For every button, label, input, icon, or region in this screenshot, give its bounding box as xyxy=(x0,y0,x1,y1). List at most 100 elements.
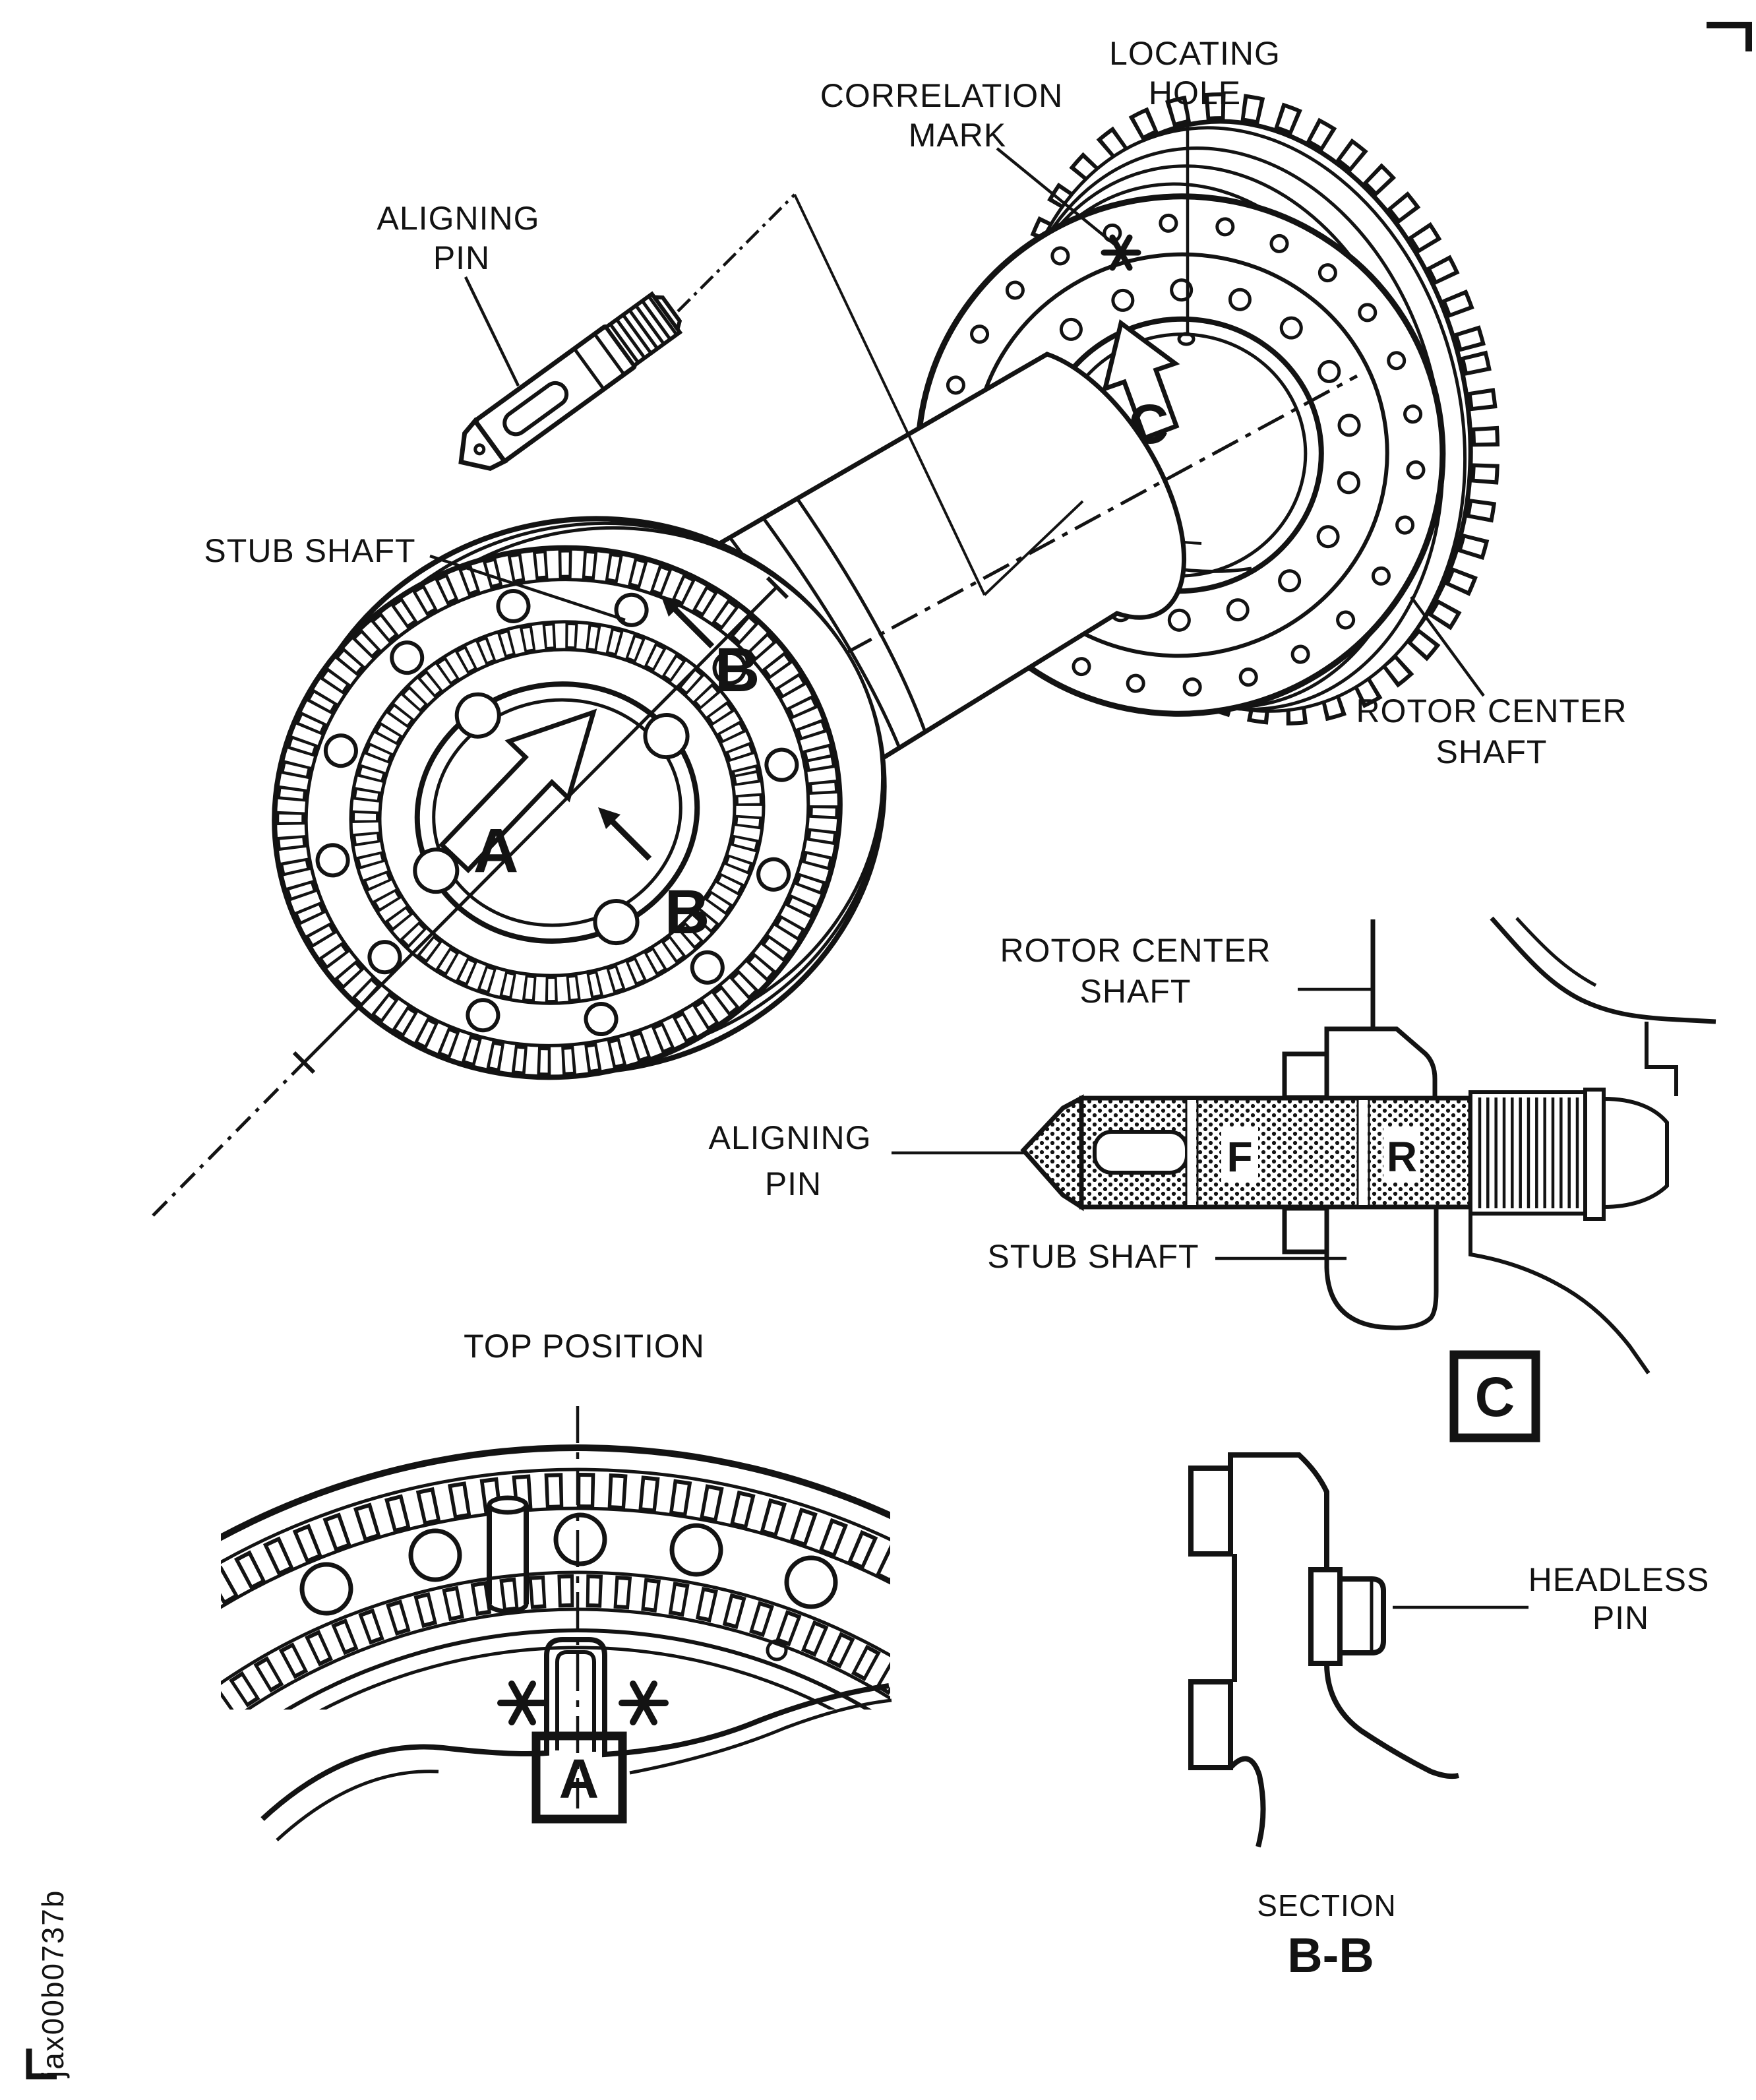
ring-line xyxy=(349,620,766,1005)
thread-line xyxy=(609,324,639,363)
section-caption-letters: B-B xyxy=(1287,1928,1374,1983)
correlation-mark-label-1: CORRELATION xyxy=(820,77,1063,114)
pin-slot xyxy=(502,381,569,437)
figure-id-code: jax00b0737b xyxy=(36,1890,70,2079)
stub-bore-inner-edge xyxy=(432,698,682,927)
pin-collar-line xyxy=(572,348,605,390)
leader-aligning-pin xyxy=(464,276,520,386)
bolt-hole xyxy=(315,843,350,878)
bolt-hole xyxy=(1182,677,1202,697)
bolt-hole xyxy=(1126,673,1145,693)
pin-section-nose xyxy=(1020,1094,1084,1212)
thread-line xyxy=(628,310,658,349)
edge-double-line xyxy=(276,1770,439,1841)
locating-hole-label-2: HOLE xyxy=(1149,75,1241,111)
bolt-hole xyxy=(1337,414,1361,437)
pin-threads xyxy=(609,296,677,363)
body-lower-tail xyxy=(1228,1756,1266,1848)
correlation-mark xyxy=(497,1681,547,1725)
stub-shaft-web-curve xyxy=(1468,1208,1650,1374)
pin-section-slot xyxy=(1093,1130,1189,1175)
bolt-hole xyxy=(323,733,358,768)
section-line-endbar xyxy=(766,576,789,600)
aligning-pin-label-2: PIN xyxy=(433,239,490,276)
stub-lug-block xyxy=(1282,1206,1329,1254)
thread-line xyxy=(648,296,677,335)
shaft-groove xyxy=(795,497,927,733)
pin-end-cap xyxy=(654,295,682,330)
projection-lines xyxy=(152,193,1358,1217)
bolt-hole xyxy=(1337,471,1360,495)
bolt-hole xyxy=(1278,569,1302,593)
pin-letter-f-patch xyxy=(1221,1127,1258,1182)
pin-marking-f: F xyxy=(1226,1133,1252,1181)
thread-line xyxy=(642,301,671,340)
bolt-hole xyxy=(367,940,402,975)
detail-c-aligning-label-1: ALIGNING xyxy=(709,1119,872,1156)
detail-c-aligning-label-2: PIN xyxy=(765,1165,822,1202)
detail-c-callout-box xyxy=(1449,1350,1540,1442)
pin-segment-gap xyxy=(1187,1100,1196,1205)
top-position-label: TOP POSITION xyxy=(464,1328,705,1365)
leader-lines xyxy=(429,113,1485,697)
teeth-band-edge xyxy=(221,1570,890,1686)
bolt-hole xyxy=(466,998,500,1033)
body-upper-outline xyxy=(1228,1452,1329,1567)
headless-pin-label-1: HEADLESS xyxy=(1529,1561,1710,1598)
bolt-hole xyxy=(1228,288,1252,311)
bolt-hole xyxy=(1317,359,1341,383)
bolt-hole xyxy=(1226,598,1250,622)
projection-line xyxy=(793,194,986,596)
outer-spline-core xyxy=(279,552,835,1073)
pin-nose-hole xyxy=(473,443,486,456)
bolt-hole xyxy=(756,857,791,892)
section-view-arrowhead xyxy=(598,807,621,829)
detail-c-stub-label: STUB SHAFT xyxy=(987,1238,1199,1275)
bolt-hole xyxy=(496,588,531,623)
spline-teeth-core xyxy=(1010,96,1496,722)
bolt-hole xyxy=(1159,213,1178,233)
rotor-lug-block xyxy=(1282,1051,1329,1100)
edge-double-line xyxy=(629,1698,892,1775)
headless-pin-body xyxy=(1337,1576,1386,1655)
headless-pin-collar xyxy=(1308,1567,1343,1666)
rotor-center-shaft-label-2: SHAFT xyxy=(1436,733,1548,770)
locating-hole xyxy=(1177,332,1196,346)
locating-hole-row xyxy=(784,1555,838,1609)
pin-segment-gap xyxy=(1358,1100,1368,1205)
pin-marking-r: R xyxy=(1387,1133,1417,1181)
shaft-groove xyxy=(762,517,901,749)
corner-mark-bottom-left xyxy=(26,2049,57,2080)
bolt-hole xyxy=(970,324,990,344)
bolt-hole xyxy=(1358,303,1378,323)
bolt-hole xyxy=(614,592,649,627)
leader-rotor-center-shaft xyxy=(1410,596,1485,697)
thread-line xyxy=(616,319,646,358)
stub-hub-splined-face xyxy=(272,545,843,1080)
locating-hole-row xyxy=(299,1562,353,1616)
rotor-flange-curve xyxy=(1490,916,1716,1024)
section-line-endbar xyxy=(292,1051,316,1074)
thread-receiver xyxy=(1602,1096,1669,1210)
bolt-hole xyxy=(1371,566,1391,586)
locating-hole-row xyxy=(669,1523,723,1577)
teeth-band-edge xyxy=(245,1607,890,1710)
installed-pin-top xyxy=(487,1495,529,1515)
bolt-hole xyxy=(1317,263,1337,283)
rotor-center-shaft-label-1: ROTOR CENTER xyxy=(1356,693,1627,729)
locating-hole-label-1: LOCATING xyxy=(1109,35,1281,72)
lower-tab xyxy=(1188,1679,1233,1770)
outer-rim-inner-arc xyxy=(221,1467,890,1564)
detail-c-leaders xyxy=(892,987,1372,1260)
rotor-flange-curve-inner xyxy=(1515,917,1597,987)
detail-c-rotor-label-2: SHAFT xyxy=(1080,973,1192,1010)
bolt-hole xyxy=(1316,525,1340,549)
bolt-hole xyxy=(1279,316,1303,340)
section-view-arrowhead xyxy=(661,595,683,617)
corner-mark-top-right xyxy=(1707,22,1752,51)
thread-line xyxy=(635,305,665,344)
correlation-mark xyxy=(619,1681,669,1725)
thread-line xyxy=(622,315,652,354)
